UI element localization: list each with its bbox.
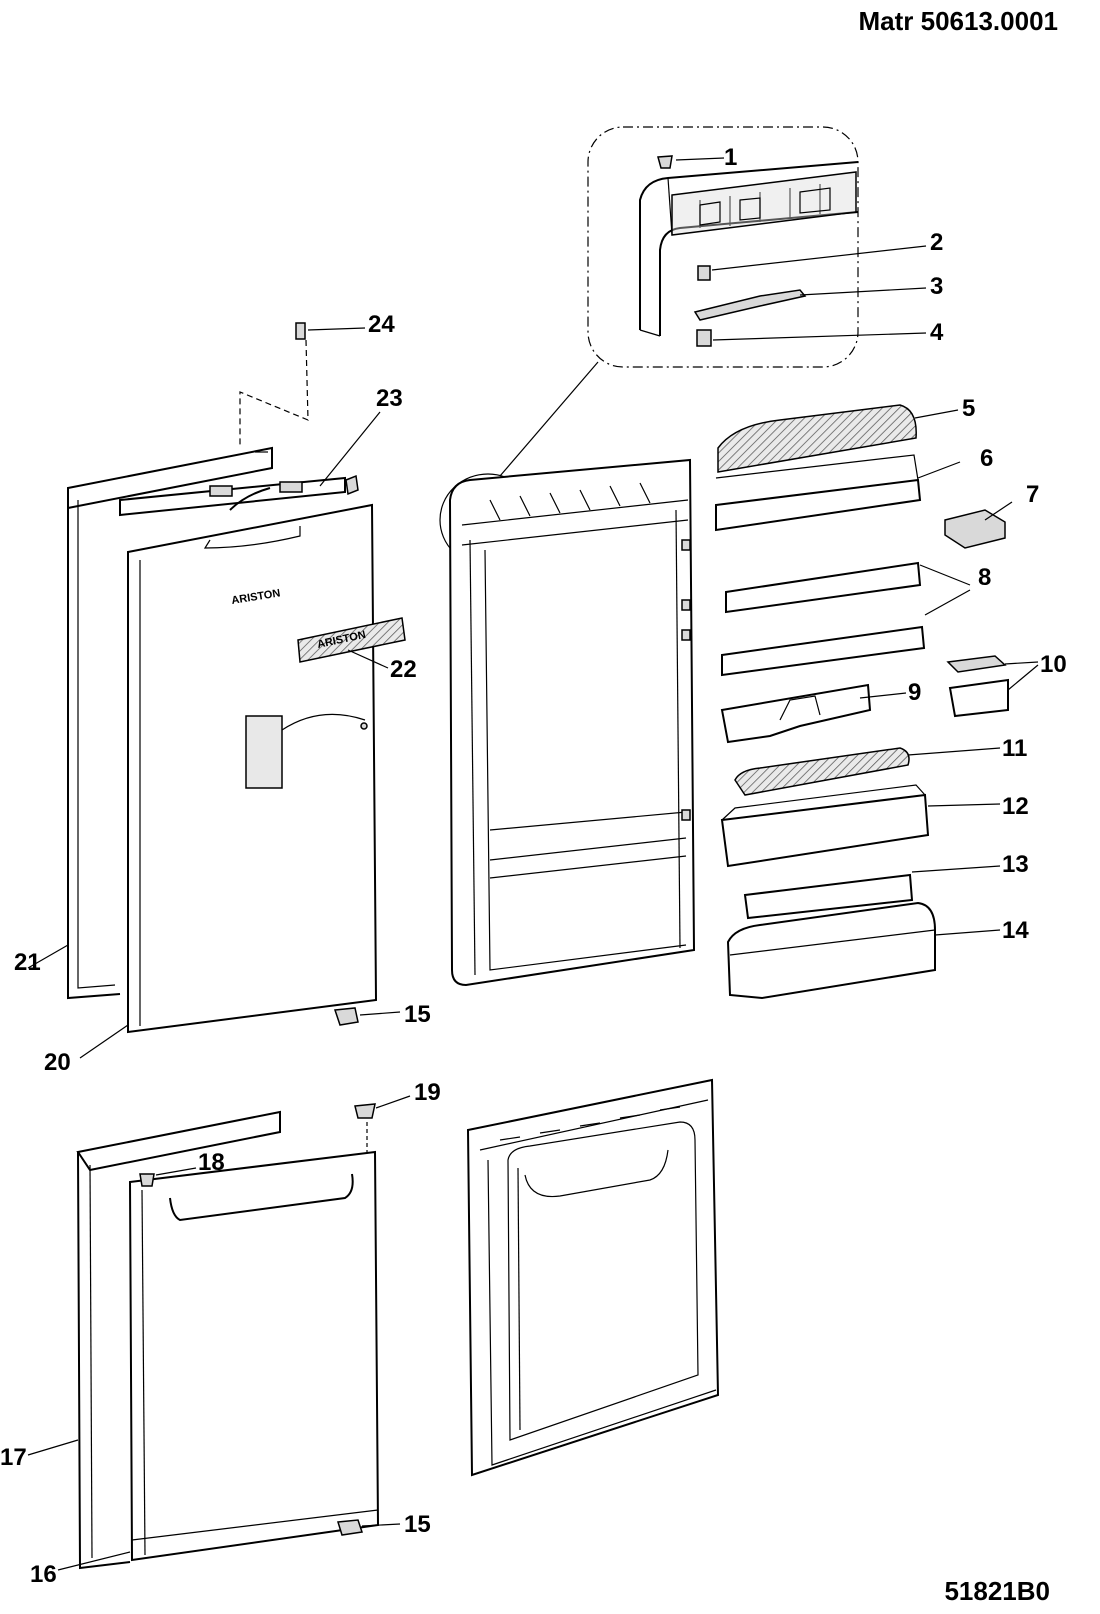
callout-10: 10 bbox=[1040, 651, 1067, 678]
lower-door-panel bbox=[128, 1150, 380, 1562]
callout-18: 18 bbox=[198, 1149, 225, 1176]
main-inner-door bbox=[448, 458, 696, 987]
shelves-column bbox=[715, 404, 1039, 1000]
callout-19: 19 bbox=[414, 1079, 441, 1106]
part-7-egg-tray bbox=[944, 509, 1006, 549]
part-11-rack bbox=[734, 747, 910, 796]
part-14-bottle-balcony bbox=[726, 901, 936, 1000]
part-8-shelf-bottom bbox=[721, 625, 926, 677]
callout-12: 12 bbox=[1002, 793, 1029, 820]
drawing-code: 51821B0 bbox=[944, 1576, 1050, 1606]
part-6-tray bbox=[715, 478, 922, 532]
callout-5: 5 bbox=[962, 395, 975, 422]
part-1-cap bbox=[657, 155, 673, 169]
part-10-lid bbox=[946, 655, 1007, 673]
upper-door-assembly: ARISTON ARISTON bbox=[27, 446, 406, 1059]
callout-15-upper: 15 bbox=[404, 1001, 431, 1028]
callout-3: 3 bbox=[930, 273, 943, 300]
callout-11: 11 bbox=[1002, 735, 1027, 762]
part-19-plug bbox=[354, 1103, 376, 1119]
callout-1: 1 bbox=[724, 144, 737, 171]
lower-door-assembly bbox=[27, 1095, 411, 1571]
callout-15-lower: 15 bbox=[404, 1511, 431, 1538]
part-8-shelf-top bbox=[725, 561, 922, 614]
part-13-retainer bbox=[743, 873, 914, 920]
part-12-balcony bbox=[720, 793, 930, 868]
part-4-pin bbox=[696, 329, 712, 347]
callout-13: 13 bbox=[1002, 851, 1029, 878]
part-2-bushing bbox=[697, 265, 711, 281]
callout-14: 14 bbox=[1002, 917, 1029, 944]
callout-6: 6 bbox=[980, 445, 993, 472]
callout-9: 9 bbox=[908, 679, 921, 706]
part-3-hinge bbox=[693, 289, 807, 321]
callout-7: 7 bbox=[1026, 481, 1039, 508]
part-15-hinge-lower bbox=[337, 1519, 363, 1536]
part-9-bottle-holder bbox=[720, 683, 872, 744]
part-5-dairy-lid bbox=[717, 404, 917, 473]
callout-2: 2 bbox=[930, 229, 943, 256]
callout-22: 22 bbox=[390, 656, 417, 683]
part-18-plug bbox=[139, 1173, 155, 1187]
callout-4: 4 bbox=[930, 319, 944, 346]
part-15-hinge-upper bbox=[333, 1007, 359, 1026]
detail-inset bbox=[439, 126, 927, 567]
callout-24: 24 bbox=[368, 311, 395, 338]
callout-17: 17 bbox=[0, 1444, 27, 1471]
part-24-plug bbox=[295, 322, 306, 340]
part-22-badge bbox=[297, 617, 406, 663]
callout-23: 23 bbox=[376, 385, 403, 412]
upper-door-top-parts bbox=[119, 322, 381, 517]
lower-inner-door bbox=[466, 1078, 720, 1477]
callout-20: 20 bbox=[44, 1049, 71, 1076]
callout-21: 21 bbox=[14, 949, 41, 976]
callout-labels: 1 2 3 4 5 6 7 8 9 10 11 12 13 14 15 15 1… bbox=[0, 144, 1067, 1588]
matr-code: Matr 50613.0001 bbox=[859, 6, 1058, 36]
callout-16: 16 bbox=[30, 1561, 57, 1588]
callout-8: 8 bbox=[978, 564, 991, 591]
part-10-box bbox=[948, 678, 1009, 718]
